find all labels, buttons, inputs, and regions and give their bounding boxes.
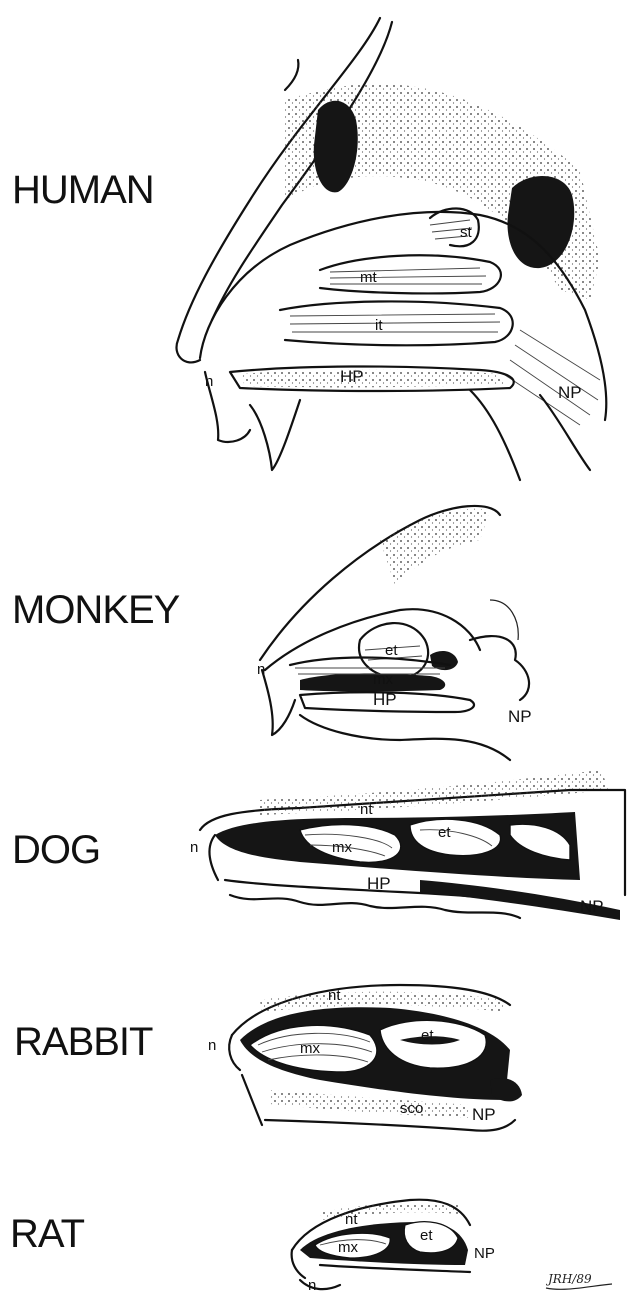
rabbit-label-np: NP (472, 1105, 496, 1124)
rabbit-label-et: et (421, 1027, 434, 1044)
human-nasal-cavity-drawing: st mt it n HP NP (177, 18, 607, 480)
rat-label-mx: mx (338, 1239, 358, 1256)
dog-label-hp: HP (367, 874, 391, 893)
monkey-label-et: et (385, 642, 398, 659)
rat-label-et: et (420, 1227, 433, 1244)
human-label-hp: HP (340, 367, 364, 386)
dog-nasal-cavity-drawing: nt mx et n HP NP (190, 770, 625, 920)
rat-label-np: NP (474, 1245, 495, 1262)
human-label-st: st (460, 224, 473, 241)
rat-label-n: n (308, 1277, 316, 1294)
dog-label-et: et (438, 824, 451, 841)
rabbit-label-n: n (208, 1037, 216, 1054)
monkey-nasal-cavity-drawing: et mx n HP NP (257, 506, 532, 760)
monkey-label-hp: HP (373, 690, 397, 709)
monkey-label-n: n (257, 661, 265, 678)
rabbit-label-mx: mx (300, 1040, 320, 1057)
monkey-label-mx: mx (373, 671, 393, 688)
human-label-it: it (375, 317, 383, 334)
monkey-label-np: NP (508, 707, 532, 726)
rat-label-nt: nt (345, 1211, 358, 1228)
rabbit-nasal-cavity-drawing: nt mx et n sco NP (208, 985, 522, 1131)
human-label-np: NP (558, 383, 582, 402)
dog-label-n: n (190, 839, 198, 856)
artist-signature: JRH/89 (545, 1272, 592, 1286)
human-label-mt: mt (360, 269, 377, 286)
rat-nasal-cavity-drawing: nt mx et n NP (292, 1200, 495, 1294)
rabbit-label-nt: nt (328, 987, 341, 1004)
dog-label-np: NP (580, 897, 604, 916)
dog-label-nt: nt (360, 801, 373, 818)
human-label-n: n (205, 373, 213, 390)
rabbit-label-sco: sco (400, 1100, 423, 1117)
dog-label-mx: mx (332, 839, 352, 856)
